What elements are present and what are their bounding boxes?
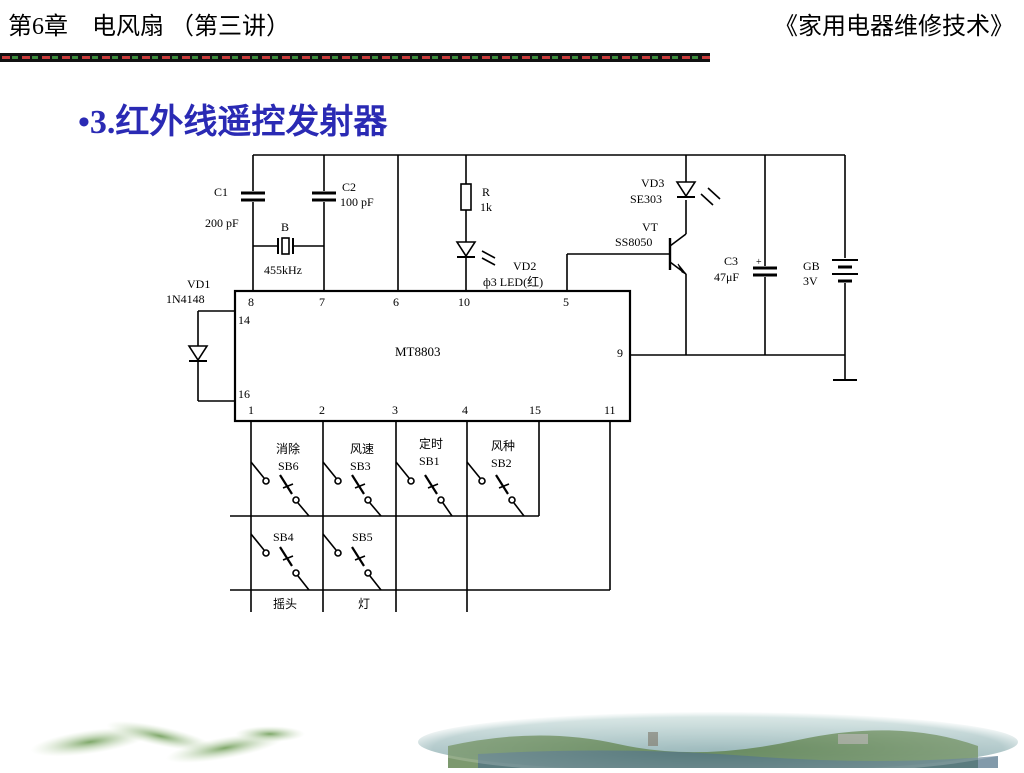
sb6-function: 消除 bbox=[276, 441, 300, 456]
svg-text:+: + bbox=[756, 257, 762, 268]
c2-value: 100 pF bbox=[340, 195, 374, 209]
c2-label: C2 bbox=[342, 180, 356, 194]
gb-value: 3V bbox=[803, 274, 818, 288]
sb1-function: 定时 bbox=[419, 436, 443, 451]
r-value: 1k bbox=[480, 200, 492, 214]
pin-16: 16 bbox=[238, 387, 250, 401]
switch-sb5 bbox=[322, 533, 382, 591]
sb1-label: SB1 bbox=[419, 454, 440, 468]
pin-1: 1 bbox=[248, 403, 254, 417]
pin-9: 9 bbox=[617, 346, 623, 360]
gb-label: GB bbox=[803, 259, 820, 273]
switch-sb3 bbox=[322, 461, 382, 517]
sb4-label: SB4 bbox=[273, 530, 294, 544]
pin-10: 10 bbox=[458, 295, 470, 309]
pin-3: 3 bbox=[392, 403, 398, 417]
pin-7: 7 bbox=[319, 295, 325, 309]
chapter-header: 第6章 电风扇 （第三讲） bbox=[8, 14, 290, 40]
r-label: R bbox=[482, 185, 490, 199]
vd2-label: VD2 bbox=[513, 259, 536, 273]
pin-2: 2 bbox=[319, 403, 325, 417]
light-label: 灯 bbox=[358, 597, 370, 611]
pin-6: 6 bbox=[393, 295, 399, 309]
switch-sb4 bbox=[250, 533, 310, 591]
c3-label: C3 bbox=[724, 254, 738, 268]
pin-14: 14 bbox=[238, 313, 250, 327]
sb2-label: SB2 bbox=[491, 456, 512, 470]
landscape-decoration bbox=[413, 706, 1024, 773]
c1-label: C1 bbox=[214, 185, 228, 199]
leaves-decoration bbox=[20, 712, 310, 768]
vd2-part: ф3 LED(红) bbox=[483, 274, 543, 289]
sb3-function: 风速 bbox=[350, 442, 374, 456]
pin-15: 15 bbox=[529, 403, 541, 417]
sb3-label: SB3 bbox=[350, 459, 371, 473]
circuit-diagram: MT8803 C1 200 pF C2 100 pF B 455kHz R 1k… bbox=[166, 154, 858, 612]
pin-4: 4 bbox=[462, 403, 468, 417]
crystal-label: B bbox=[281, 220, 289, 234]
sb6-label: SB6 bbox=[278, 459, 299, 473]
sb5-label: SB5 bbox=[352, 530, 373, 544]
switch-sb1 bbox=[395, 461, 453, 517]
ic-label: MT8803 bbox=[395, 344, 441, 359]
slide-title: •3.红外线遥控发射器 bbox=[78, 104, 388, 141]
vd1-label: VD1 bbox=[187, 277, 210, 291]
book-title-header: 《家用电器维修技术》 bbox=[774, 14, 1014, 40]
switch-sb2 bbox=[466, 461, 525, 517]
pin-5: 5 bbox=[563, 295, 569, 309]
pin-8: 8 bbox=[248, 295, 254, 309]
switch-sb6 bbox=[250, 461, 310, 517]
crystal-value: 455kHz bbox=[264, 263, 302, 277]
vd3-part: SE303 bbox=[630, 192, 662, 206]
c1-value: 200 pF bbox=[205, 216, 239, 230]
vt-part: SS8050 bbox=[615, 235, 652, 249]
pin-11: 11 bbox=[604, 403, 616, 417]
vd3-label: VD3 bbox=[641, 176, 664, 190]
vt-label: VT bbox=[642, 220, 659, 234]
sb2-function: 风种 bbox=[491, 439, 515, 453]
swing-label: 摇头 bbox=[273, 597, 297, 611]
ic-body bbox=[233, 289, 632, 423]
c3-value: 47μF bbox=[714, 270, 739, 284]
vd1-part: 1N4148 bbox=[166, 292, 205, 306]
header-divider bbox=[0, 53, 710, 62]
